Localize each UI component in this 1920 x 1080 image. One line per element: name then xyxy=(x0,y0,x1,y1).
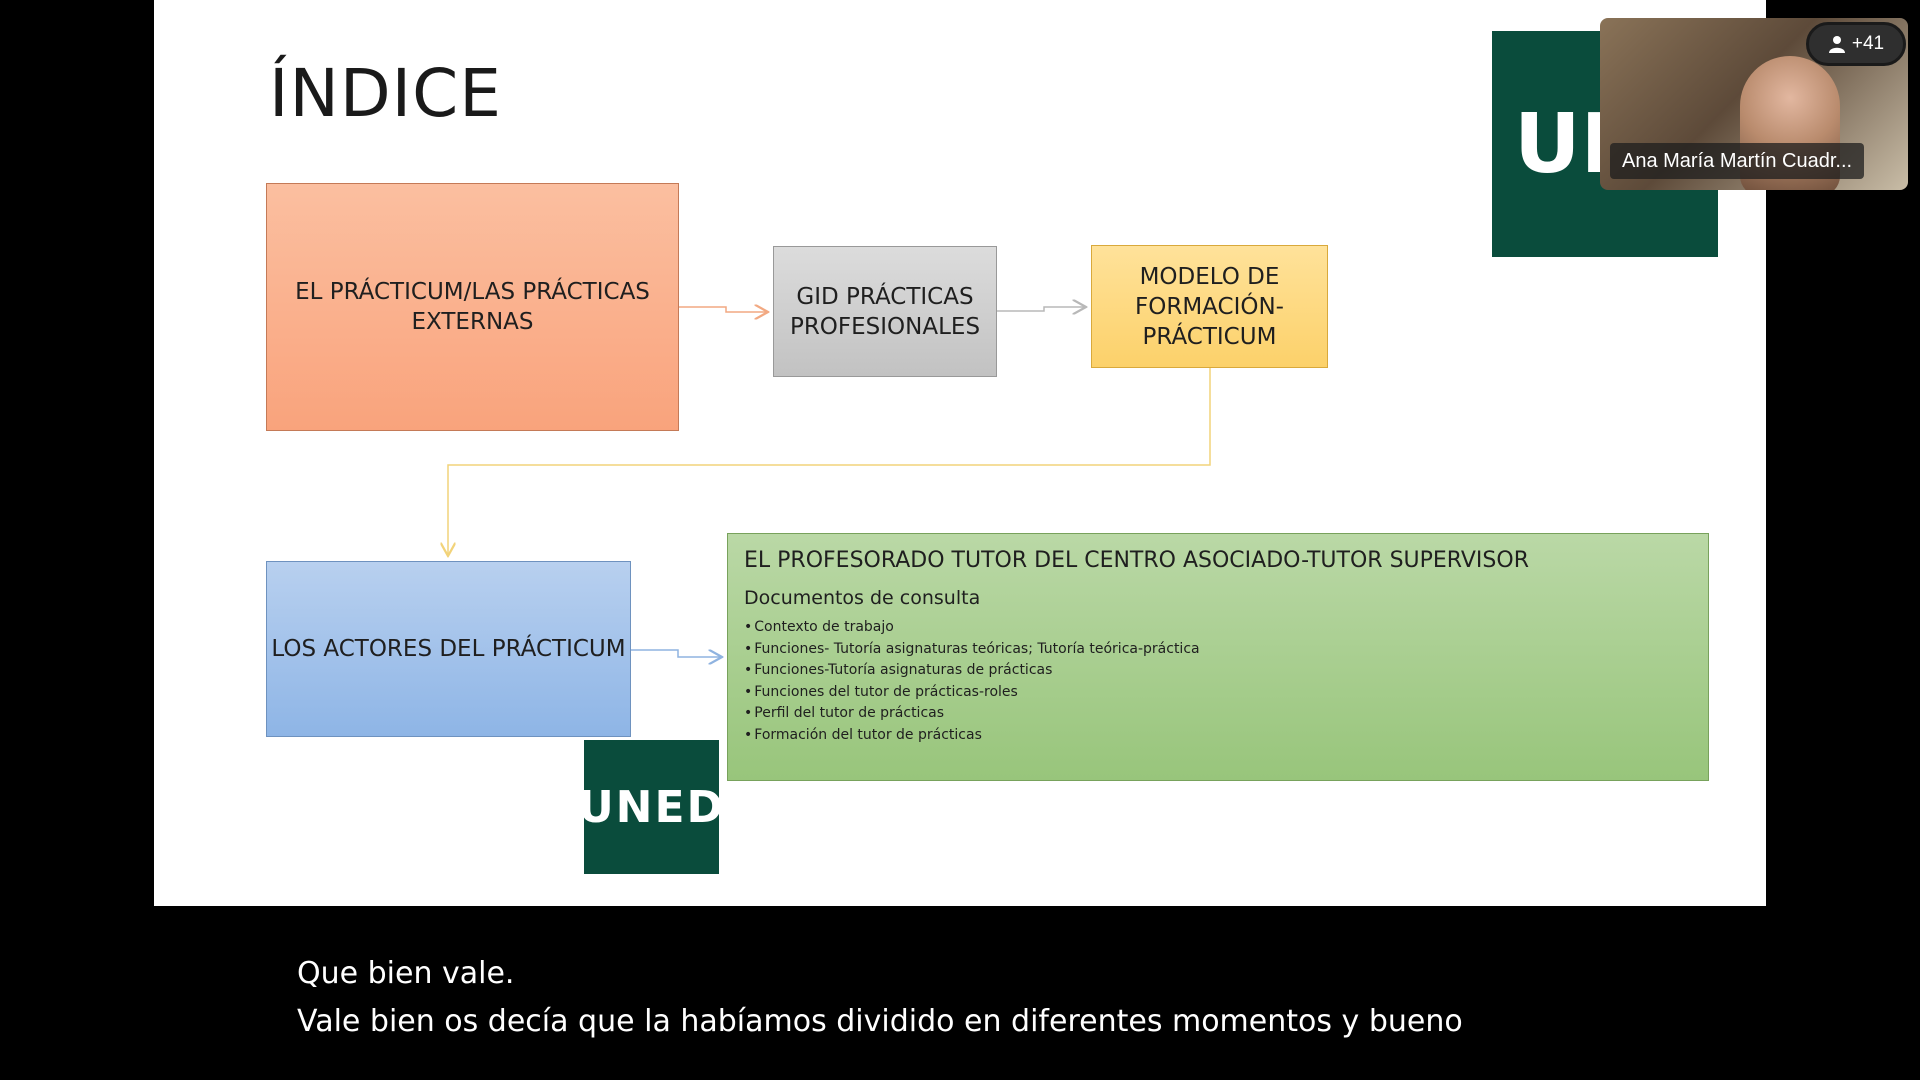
slide-title: ÍNDICE xyxy=(269,55,502,132)
participants-count-button[interactable]: +41 xyxy=(1806,22,1906,66)
box-modelo: MODELO DE FORMACIÓN-PRÁCTICUM xyxy=(1091,245,1328,368)
list-item: Contexto de trabajo xyxy=(744,617,1692,639)
person-icon xyxy=(1828,36,1845,53)
profesorado-subtitle: Documentos de consulta xyxy=(744,587,981,609)
connector-actores-profesorado xyxy=(631,649,722,657)
profesorado-title: EL PROFESORADO TUTOR DEL CENTRO ASOCIADO… xyxy=(744,548,1529,573)
box-actores-label: LOS ACTORES DEL PRÁCTICUM xyxy=(271,636,626,662)
uned-logo-bottom: UNED xyxy=(578,740,723,874)
profesorado-list: Contexto de trabajo Funciones- Tutoría a… xyxy=(744,617,1692,747)
list-item: Funciones-Tutoría asignaturas de práctic… xyxy=(744,660,1692,682)
box-modelo-label: MODELO DE FORMACIÓN-PRÁCTICUM xyxy=(1135,263,1284,350)
list-item: Funciones del tutor de prácticas-roles xyxy=(744,682,1692,704)
presentation-slide: ÍNDICE EL PRÁCTICUM/LAS PRÁCTICAS EXTERN… xyxy=(154,0,1766,906)
live-captions: Que bien vale. Vale bien os decía que la… xyxy=(297,950,1463,1046)
box-gid-label: GID PRÁCTICAS PROFESIONALES xyxy=(789,283,981,340)
participant-name: Ana María Martín Cuadr... xyxy=(1610,143,1865,179)
box-gid: GID PRÁCTICAS PROFESIONALES xyxy=(773,246,997,377)
box-actores: LOS ACTORES DEL PRÁCTICUM xyxy=(266,561,631,737)
box-practicum: EL PRÁCTICUM/LAS PRÁCTICAS EXTERNAS xyxy=(266,183,679,431)
connector-gid-modelo xyxy=(997,307,1086,311)
box-practicum-label: EL PRÁCTICUM/LAS PRÁCTICAS EXTERNAS xyxy=(295,279,650,335)
participants-count: +41 xyxy=(1851,33,1885,54)
connector-practicum-gid xyxy=(679,307,768,312)
list-item: Formación del tutor de prácticas xyxy=(744,725,1692,747)
box-profesorado: EL PROFESORADO TUTOR DEL CENTRO ASOCIADO… xyxy=(727,533,1709,781)
list-item: Perfil del tutor de prácticas xyxy=(744,703,1692,725)
caption-line-1: Que bien vale. xyxy=(297,956,515,991)
caption-line-2: Vale bien os decía que la habíamos divid… xyxy=(297,1004,1463,1039)
list-item: Funciones- Tutoría asignaturas teóricas;… xyxy=(744,639,1692,661)
